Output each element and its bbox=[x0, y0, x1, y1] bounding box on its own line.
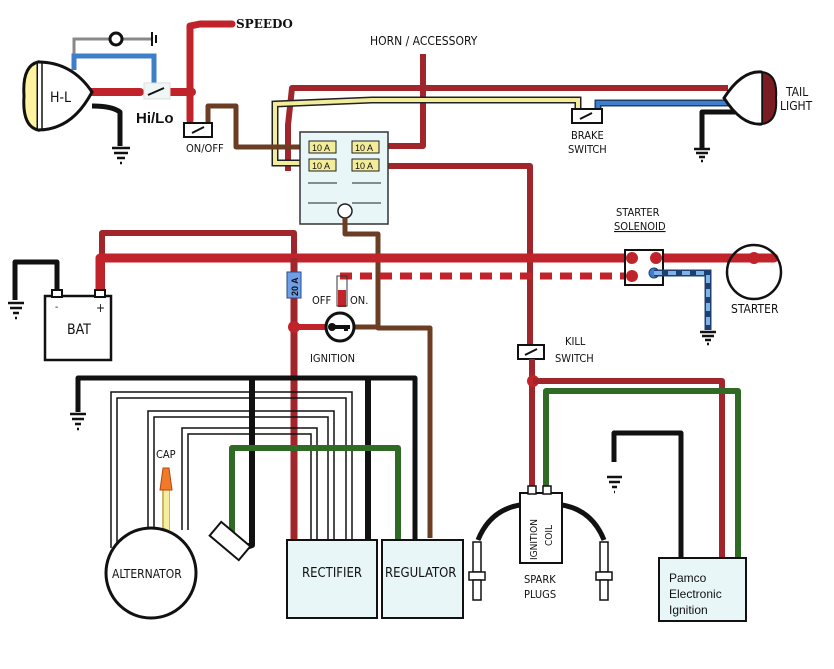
fuse-1[interactable] bbox=[308, 140, 337, 154]
ignition-coil bbox=[519, 492, 563, 564]
ground-symbol-icon bbox=[8, 301, 24, 320]
brake-switch-label-1: BRAKE bbox=[571, 129, 604, 142]
ignition-on-label: ON. bbox=[350, 294, 368, 307]
horn-accessory-wire bbox=[380, 54, 426, 149]
alternator bbox=[104, 526, 198, 620]
fuse-1-label: 10 A bbox=[312, 143, 330, 153]
regulator-brown-wire bbox=[342, 218, 433, 538]
spark-plugs-label-2: PLUGS bbox=[524, 588, 556, 601]
starter-solenoid-label-2: SOLENOID bbox=[614, 220, 666, 233]
main-fuse[interactable] bbox=[286, 271, 302, 299]
alternator-label: ALTERNATOR bbox=[112, 567, 182, 581]
ignition-label: IGNITION bbox=[310, 352, 355, 365]
brake-switch-yellow-wire bbox=[273, 98, 580, 165]
pamco-ground-wire bbox=[611, 430, 684, 558]
rectifier bbox=[286, 539, 378, 619]
alternator-output-wires bbox=[110, 391, 353, 548]
battery-label: BAT bbox=[67, 322, 91, 338]
ground-symbol-icon bbox=[151, 32, 157, 46]
on-off-label: ON/OFF bbox=[186, 142, 224, 155]
horn-accessory-label: HORN / ACCESSORY bbox=[370, 34, 478, 48]
rectifier-label: RECTIFIER bbox=[302, 566, 362, 581]
regulator bbox=[381, 539, 464, 619]
fuse-3[interactable] bbox=[308, 158, 337, 172]
capacitor bbox=[159, 467, 173, 491]
speedo-label: SPEEDO bbox=[236, 17, 293, 31]
indicator-lamp-icon bbox=[108, 31, 124, 47]
switch-lever-icon bbox=[147, 87, 165, 96]
spark-plugs-label-1: SPARK bbox=[524, 573, 556, 586]
brake-switch-label-2: SWITCH bbox=[568, 143, 607, 156]
ground-symbol-icon bbox=[607, 475, 622, 494]
ground-bus-wire bbox=[75, 375, 418, 540]
pickup-green-wire bbox=[229, 445, 401, 540]
ground-symbol-icon bbox=[112, 146, 130, 165]
spark-plug-left bbox=[468, 541, 486, 601]
tail-light-label-2: LIGHT bbox=[780, 99, 813, 113]
headlight-brown-wire bbox=[205, 103, 305, 150]
high-beam-blue-wire bbox=[71, 53, 157, 85]
starter-motor bbox=[725, 243, 783, 301]
ground-symbol-icon bbox=[694, 147, 710, 163]
ignition-off-on-indicator bbox=[336, 275, 348, 307]
ignition-fuse-wire bbox=[380, 163, 533, 351]
tail-light-ground-wire bbox=[699, 109, 735, 148]
headlight bbox=[22, 60, 94, 132]
fuse-4[interactable] bbox=[351, 158, 380, 172]
main-power-wire bbox=[95, 253, 635, 297]
headlight-ground-wire bbox=[91, 103, 123, 146]
battery-positive-label: + bbox=[96, 301, 105, 315]
ignition-off-label: OFF bbox=[312, 294, 331, 307]
ground-symbol-icon bbox=[70, 412, 86, 431]
switch-lever-icon bbox=[191, 126, 205, 134]
pamco-label-3: Ignition bbox=[669, 603, 708, 617]
spark-plug-right bbox=[595, 541, 613, 601]
speedo-wire bbox=[186, 20, 236, 124]
kill-switch-label-2: SWITCH bbox=[555, 352, 594, 365]
kill-switch-label-1: KILL bbox=[565, 335, 586, 348]
indicator-gray-wire bbox=[72, 37, 152, 56]
pamco-label-1: Pamco bbox=[669, 571, 707, 585]
ignition-coil-label-1: IGNITION bbox=[529, 519, 540, 560]
spark-plug-leads bbox=[475, 502, 607, 541]
solenoid-ground-wire bbox=[654, 271, 710, 330]
pamco-electronic-ignition bbox=[658, 557, 747, 622]
battery-ground-wire bbox=[12, 259, 60, 300]
battery-negative-label: - bbox=[55, 302, 58, 313]
hi-lo-label: Hi/Lo bbox=[136, 110, 174, 127]
starter-label: STARTER bbox=[731, 302, 779, 316]
regulator-label: REGULATOR bbox=[385, 566, 456, 581]
cap-label: CAP bbox=[156, 448, 176, 461]
fuse-box-lamp-icon bbox=[337, 203, 353, 219]
fuse-2-label: 10 A bbox=[355, 143, 373, 153]
headlight-label: H-L bbox=[50, 90, 71, 106]
switch-lever-icon bbox=[579, 112, 593, 120]
switch-lever-icon bbox=[524, 348, 538, 356]
ground-symbol-icon bbox=[700, 330, 716, 346]
fuse-3-label: 10 A bbox=[312, 161, 330, 171]
fuse-2[interactable] bbox=[351, 140, 380, 154]
tail-light bbox=[722, 70, 778, 126]
main-fuse-label: 20 A bbox=[290, 277, 300, 296]
pickup-sensor bbox=[208, 520, 252, 562]
starter-solenoid-label-1: STARTER bbox=[616, 206, 660, 219]
pamco-label-2: Electronic bbox=[669, 587, 722, 601]
pamco-trigger-wire bbox=[543, 388, 741, 558]
ignition-coil-label-2: COIL bbox=[544, 525, 555, 546]
tail-light-label-1: TAIL bbox=[785, 85, 808, 99]
battery bbox=[43, 289, 113, 362]
fuse-4-label: 10 A bbox=[355, 161, 373, 171]
pamco-power-wire bbox=[533, 378, 725, 558]
